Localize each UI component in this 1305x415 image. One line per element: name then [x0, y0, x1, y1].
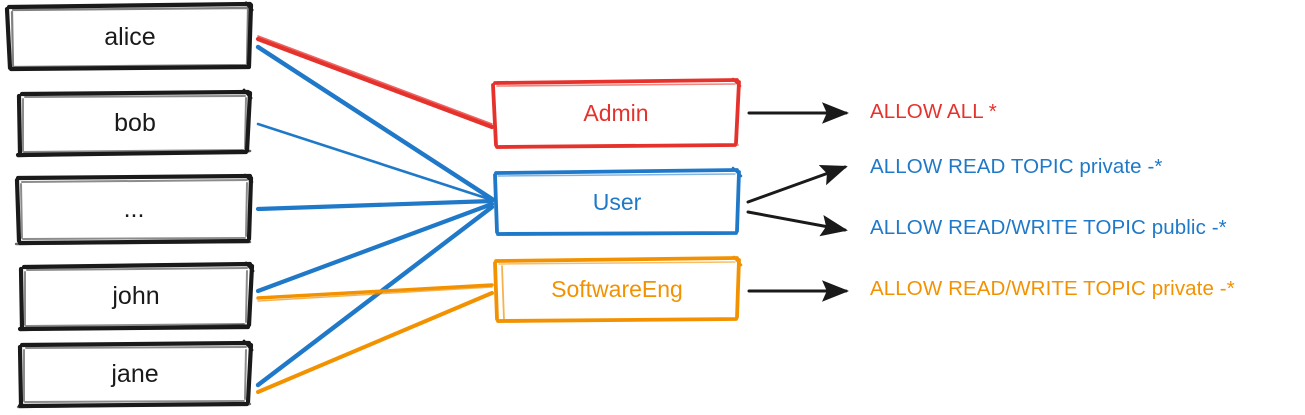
user-node-ellipsis[interactable]	[16, 175, 253, 244]
permission-label-allow-all: ALLOW ALL *	[870, 100, 997, 123]
user-box-bob[interactable]	[15, 88, 253, 158]
user-node-bob[interactable]	[18, 90, 252, 156]
user-box-jane[interactable]	[16, 339, 254, 409]
role-node-user[interactable]	[494, 168, 742, 236]
role-node-softwareeng[interactable]	[494, 256, 742, 322]
role-box-admin[interactable]	[491, 77, 742, 149]
edge-bob-user	[256, 122, 494, 202]
user-node-alice[interactable]	[7, 4, 253, 70]
edge-john-user	[255, 201, 495, 294]
arrow-user-to-allow-read-topic-private	[746, 164, 848, 204]
user-box-ellipsis[interactable]	[14, 173, 254, 246]
permission-label-allow-read-write-topic-public: ALLOW READ/WRITE TOPIC public -*	[870, 216, 1227, 239]
edge-jane-softwareeng	[256, 291, 494, 394]
edge-jane-user	[255, 204, 495, 388]
edge-alice-user	[255, 44, 495, 202]
edge-ellipsis-user	[255, 198, 495, 212]
user-node-jane[interactable]	[18, 341, 253, 407]
arrow-user-to-allow-read-write-topic-public	[746, 210, 848, 237]
permission-label-allow-read-write-topic-private: ALLOW READ/WRITE TOPIC private -*	[870, 277, 1235, 300]
user-box-john[interactable]	[17, 261, 255, 332]
user-box-alice[interactable]	[4, 1, 254, 72]
role-box-softwareeng[interactable]	[493, 255, 743, 323]
role-node-admin[interactable]	[493, 79, 741, 148]
edge-john-softwareeng	[256, 283, 494, 302]
edge-alice-admin	[255, 35, 495, 130]
user-node-john[interactable]	[20, 263, 254, 330]
permission-label-allow-read-topic-private: ALLOW READ TOPIC private -*	[870, 155, 1163, 178]
role-box-user[interactable]	[493, 166, 743, 236]
